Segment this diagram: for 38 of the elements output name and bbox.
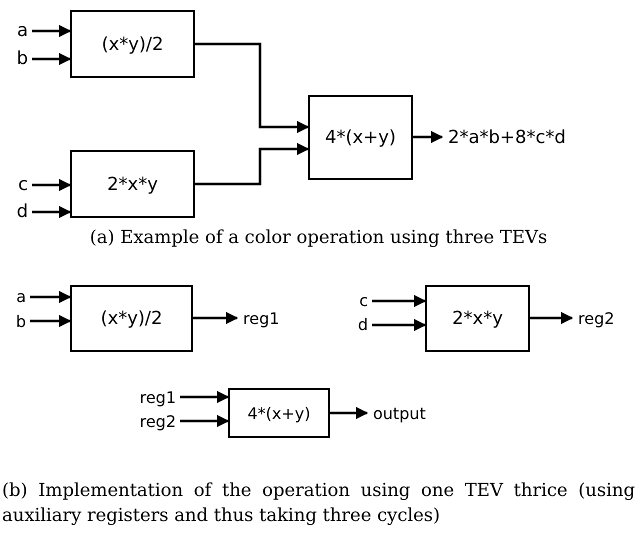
arrow	[32, 24, 72, 38]
arrow	[372, 294, 426, 308]
signal-label: c	[340, 289, 368, 311]
arrow	[32, 206, 72, 218]
operation-box: (x*y)/2	[70, 10, 195, 78]
operation-box: 2*x*y	[70, 150, 195, 218]
arrow	[530, 312, 574, 324]
arrow	[30, 314, 72, 328]
figure-caption: (a) Example of a color operation using three TEVs	[88, 226, 548, 250]
operation-box: 4*(x+y)	[308, 95, 413, 180]
arrow	[180, 414, 230, 428]
arrow	[195, 42, 310, 134]
arrow	[372, 318, 426, 332]
arrow	[32, 52, 72, 66]
signal-label: a	[0, 285, 26, 307]
signal-label: a	[0, 18, 28, 42]
arrow	[330, 406, 368, 420]
signal-label: c	[0, 172, 28, 196]
arrow	[413, 130, 444, 144]
figure-caption: (b) Implementation of the operation using one TEV thrice (using auxiliary registers and thus taking three cycles)	[1, 479, 636, 528]
signal-label: reg1	[128, 386, 176, 408]
operation-box: 4*(x+y)	[228, 388, 330, 438]
signal-label: output	[373, 402, 453, 424]
arrow	[30, 290, 72, 304]
signal-label: reg1	[243, 307, 303, 329]
arrow	[180, 390, 230, 404]
arrow	[193, 312, 238, 324]
signal-label: b	[0, 310, 26, 332]
signal-label: reg2	[578, 307, 638, 329]
signal-label: 2*a*b+8*c*d	[448, 125, 638, 149]
operation-box: (x*y)/2	[70, 285, 193, 352]
signal-label: reg2	[128, 410, 176, 432]
operation-box: 2*x*y	[425, 285, 530, 352]
arrow	[32, 178, 72, 192]
arrow	[195, 142, 310, 186]
signal-label: d	[0, 199, 28, 223]
signal-label: b	[0, 46, 28, 70]
signal-label: d	[340, 313, 368, 335]
